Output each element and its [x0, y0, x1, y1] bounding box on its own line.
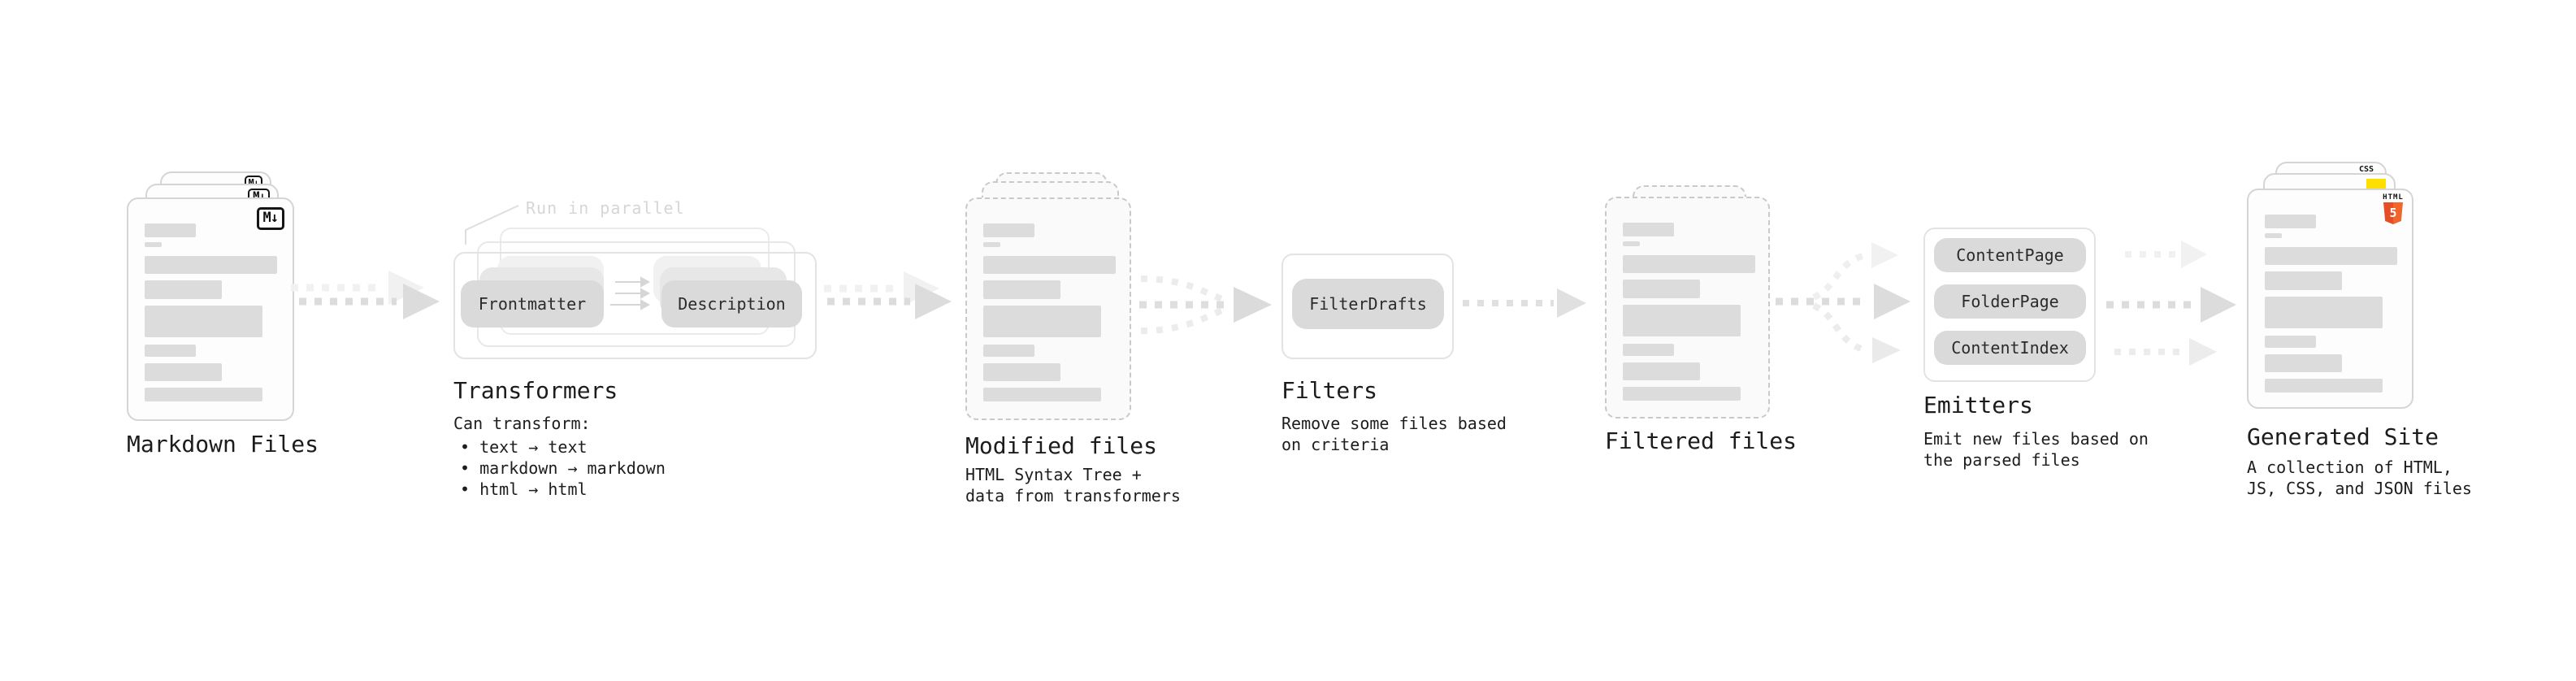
text-line-bar: [983, 256, 1116, 274]
text-line-bar: [983, 388, 1101, 401]
filters-label: Filters: [1281, 377, 1378, 404]
text-line-bar: [983, 363, 1060, 381]
css-icon-text: CSS: [2358, 165, 2374, 174]
transformers-bullet: • markdown → markdown: [460, 458, 666, 478]
text-line-bar: [2265, 297, 2383, 328]
modified-files-description: HTML Syntax Tree + data from transformer…: [965, 464, 1181, 506]
text-line-bar: [983, 280, 1060, 299]
emitters-label: Emitters: [1923, 392, 2033, 419]
description-line: data from transformers: [965, 486, 1181, 505]
description-line: Remove some files based: [1281, 414, 1507, 433]
html5-icon-text: HTML: [2383, 193, 2404, 202]
description-pill: Description: [661, 280, 802, 327]
text-line-bar: [983, 242, 1000, 247]
text-line-bar: [145, 388, 262, 401]
markdown-files-label: Markdown Files: [127, 431, 319, 458]
filtered-files-label: Filtered files: [1605, 427, 1798, 454]
modified-files-label: Modified files: [965, 432, 1158, 459]
text-line-bar: [983, 345, 1034, 357]
filterdrafts-pill: FilterDrafts: [1292, 279, 1444, 329]
emitters-description: Emit new files based on the parsed files: [1923, 428, 2149, 471]
filters-container: [1281, 254, 1454, 359]
javascript-icon: [2366, 179, 2386, 189]
transformers-bullet: • html → html: [460, 479, 588, 499]
transformer-container-front: [453, 252, 817, 359]
html5-icon-number: 5: [2389, 206, 2397, 220]
text-line-bar: [145, 223, 196, 237]
document-text-placeholder: [128, 199, 293, 419]
text-line-bar: [145, 242, 162, 247]
emitters-container: [1923, 228, 2096, 382]
folderpage-pill: FolderPage: [1934, 284, 2086, 319]
arrow-filters-to-filtered: [1463, 288, 1586, 318]
contentindex-pill: ContentIndex: [1934, 331, 2086, 365]
html5-shield: 5: [2383, 202, 2403, 224]
text-line-bar: [1623, 344, 1674, 356]
text-line-bar: [1623, 255, 1755, 273]
text-line-bar: [145, 363, 222, 381]
arrow-emitters-to-generated: [2106, 241, 2236, 366]
transformers-bullet: • text → text: [460, 437, 588, 457]
text-line-bar: [145, 256, 277, 274]
arrow-markdown-to-transformers: [291, 271, 440, 319]
text-line-bar: [2265, 354, 2342, 372]
text-line-bar: [2265, 233, 2282, 238]
description-line: A collection of HTML,: [2247, 458, 2452, 477]
generated-site-description: A collection of HTML, JS, CSS, and JSON …: [2247, 457, 2472, 499]
document-text-placeholder: [1607, 198, 1768, 417]
run-in-parallel-note: Run in parallel: [526, 198, 685, 218]
arrow-filtered-to-emitters: [1776, 242, 1910, 363]
text-line-bar: [1623, 280, 1700, 298]
generated-html-card: HTML 5: [2247, 189, 2413, 409]
description-line: HTML Syntax Tree +: [965, 465, 1142, 484]
text-line-bar: [145, 306, 262, 337]
text-line-bar: [145, 280, 222, 299]
transformers-description-title: Can transform:: [453, 414, 591, 433]
text-line-bar: [2265, 336, 2316, 348]
description-line: the parsed files: [1923, 450, 2080, 470]
markdown-icon: M↓: [256, 207, 284, 230]
modified-file-card-front: [965, 197, 1131, 420]
filtered-file-card-front: [1605, 197, 1770, 419]
text-line-bar: [2265, 215, 2316, 228]
description-line: Emit new files based on: [1923, 429, 2149, 449]
text-line-bar: [1623, 241, 1640, 246]
text-line-bar: [2265, 247, 2397, 265]
description-line: on criteria: [1281, 435, 1390, 454]
frontmatter-pill: Frontmatter: [461, 280, 604, 327]
text-line-bar: [1623, 362, 1700, 380]
html5-icon: HTML 5: [2382, 194, 2405, 224]
text-line-bar: [983, 223, 1034, 237]
description-line: JS, CSS, and JSON files: [2247, 479, 2472, 498]
text-line-bar: [1623, 305, 1741, 336]
markdown-file-card-front: M↓: [127, 197, 294, 421]
text-line-bar: [1623, 223, 1674, 236]
contentpage-pill: ContentPage: [1934, 238, 2086, 272]
text-line-bar: [2265, 379, 2383, 393]
text-line-bar: [1623, 387, 1741, 401]
text-line-bar: [2265, 271, 2342, 290]
filters-description: Remove some files based on criteria: [1281, 413, 1507, 455]
arrow-modified-to-filters: [1139, 275, 1272, 334]
arrow-transformers-to-modified: [824, 271, 952, 319]
transformers-label: Transformers: [453, 377, 618, 404]
generated-site-label: Generated Site: [2247, 423, 2439, 450]
text-line-bar: [145, 345, 196, 357]
document-text-placeholder: [2249, 190, 2412, 407]
text-line-bar: [983, 306, 1101, 337]
document-text-placeholder: [967, 199, 1130, 419]
